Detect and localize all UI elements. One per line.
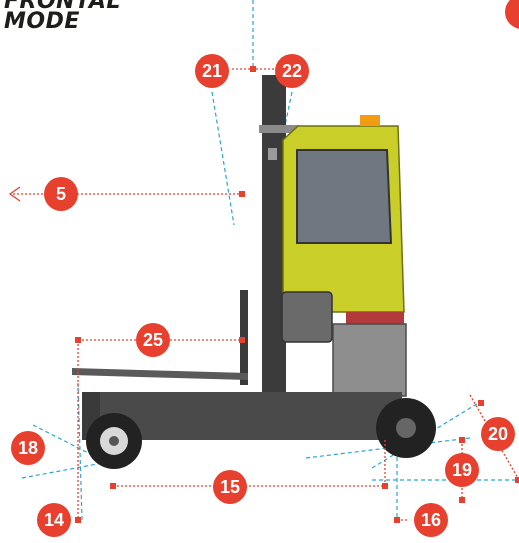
front-wheel bbox=[86, 413, 142, 469]
cabin-door-panel bbox=[281, 291, 333, 343]
cabin-window bbox=[296, 149, 393, 244]
mode-title-line2: MODE bbox=[4, 9, 80, 34]
partial-callout-marker bbox=[505, 0, 519, 29]
callout-15: 15 bbox=[213, 470, 247, 504]
mast-crossbar bbox=[259, 125, 299, 133]
callout-5: 5 bbox=[44, 177, 78, 211]
callout-19: 19 bbox=[445, 453, 479, 487]
callout-14: 14 bbox=[37, 503, 71, 537]
chassis-body bbox=[82, 392, 402, 440]
mast-bracket bbox=[268, 148, 277, 160]
callout-18: 18 bbox=[11, 431, 45, 465]
engine-housing bbox=[332, 323, 407, 397]
callout-20: 20 bbox=[481, 417, 515, 451]
rear-wheel bbox=[376, 398, 436, 458]
mode-title-line1: FRONTAL bbox=[4, 0, 121, 14]
callout-21: 21 bbox=[195, 54, 229, 88]
callout-22: 22 bbox=[275, 54, 309, 88]
control-console bbox=[346, 312, 404, 324]
mode-title: FRONTAL MODE bbox=[4, 0, 121, 34]
callout-25: 25 bbox=[136, 323, 170, 357]
fork-tine bbox=[72, 368, 248, 380]
callout-16: 16 bbox=[414, 503, 448, 537]
dimension-endpoints bbox=[75, 66, 519, 523]
beacon-light bbox=[360, 115, 380, 126]
direction-arrowhead bbox=[8, 186, 21, 202]
